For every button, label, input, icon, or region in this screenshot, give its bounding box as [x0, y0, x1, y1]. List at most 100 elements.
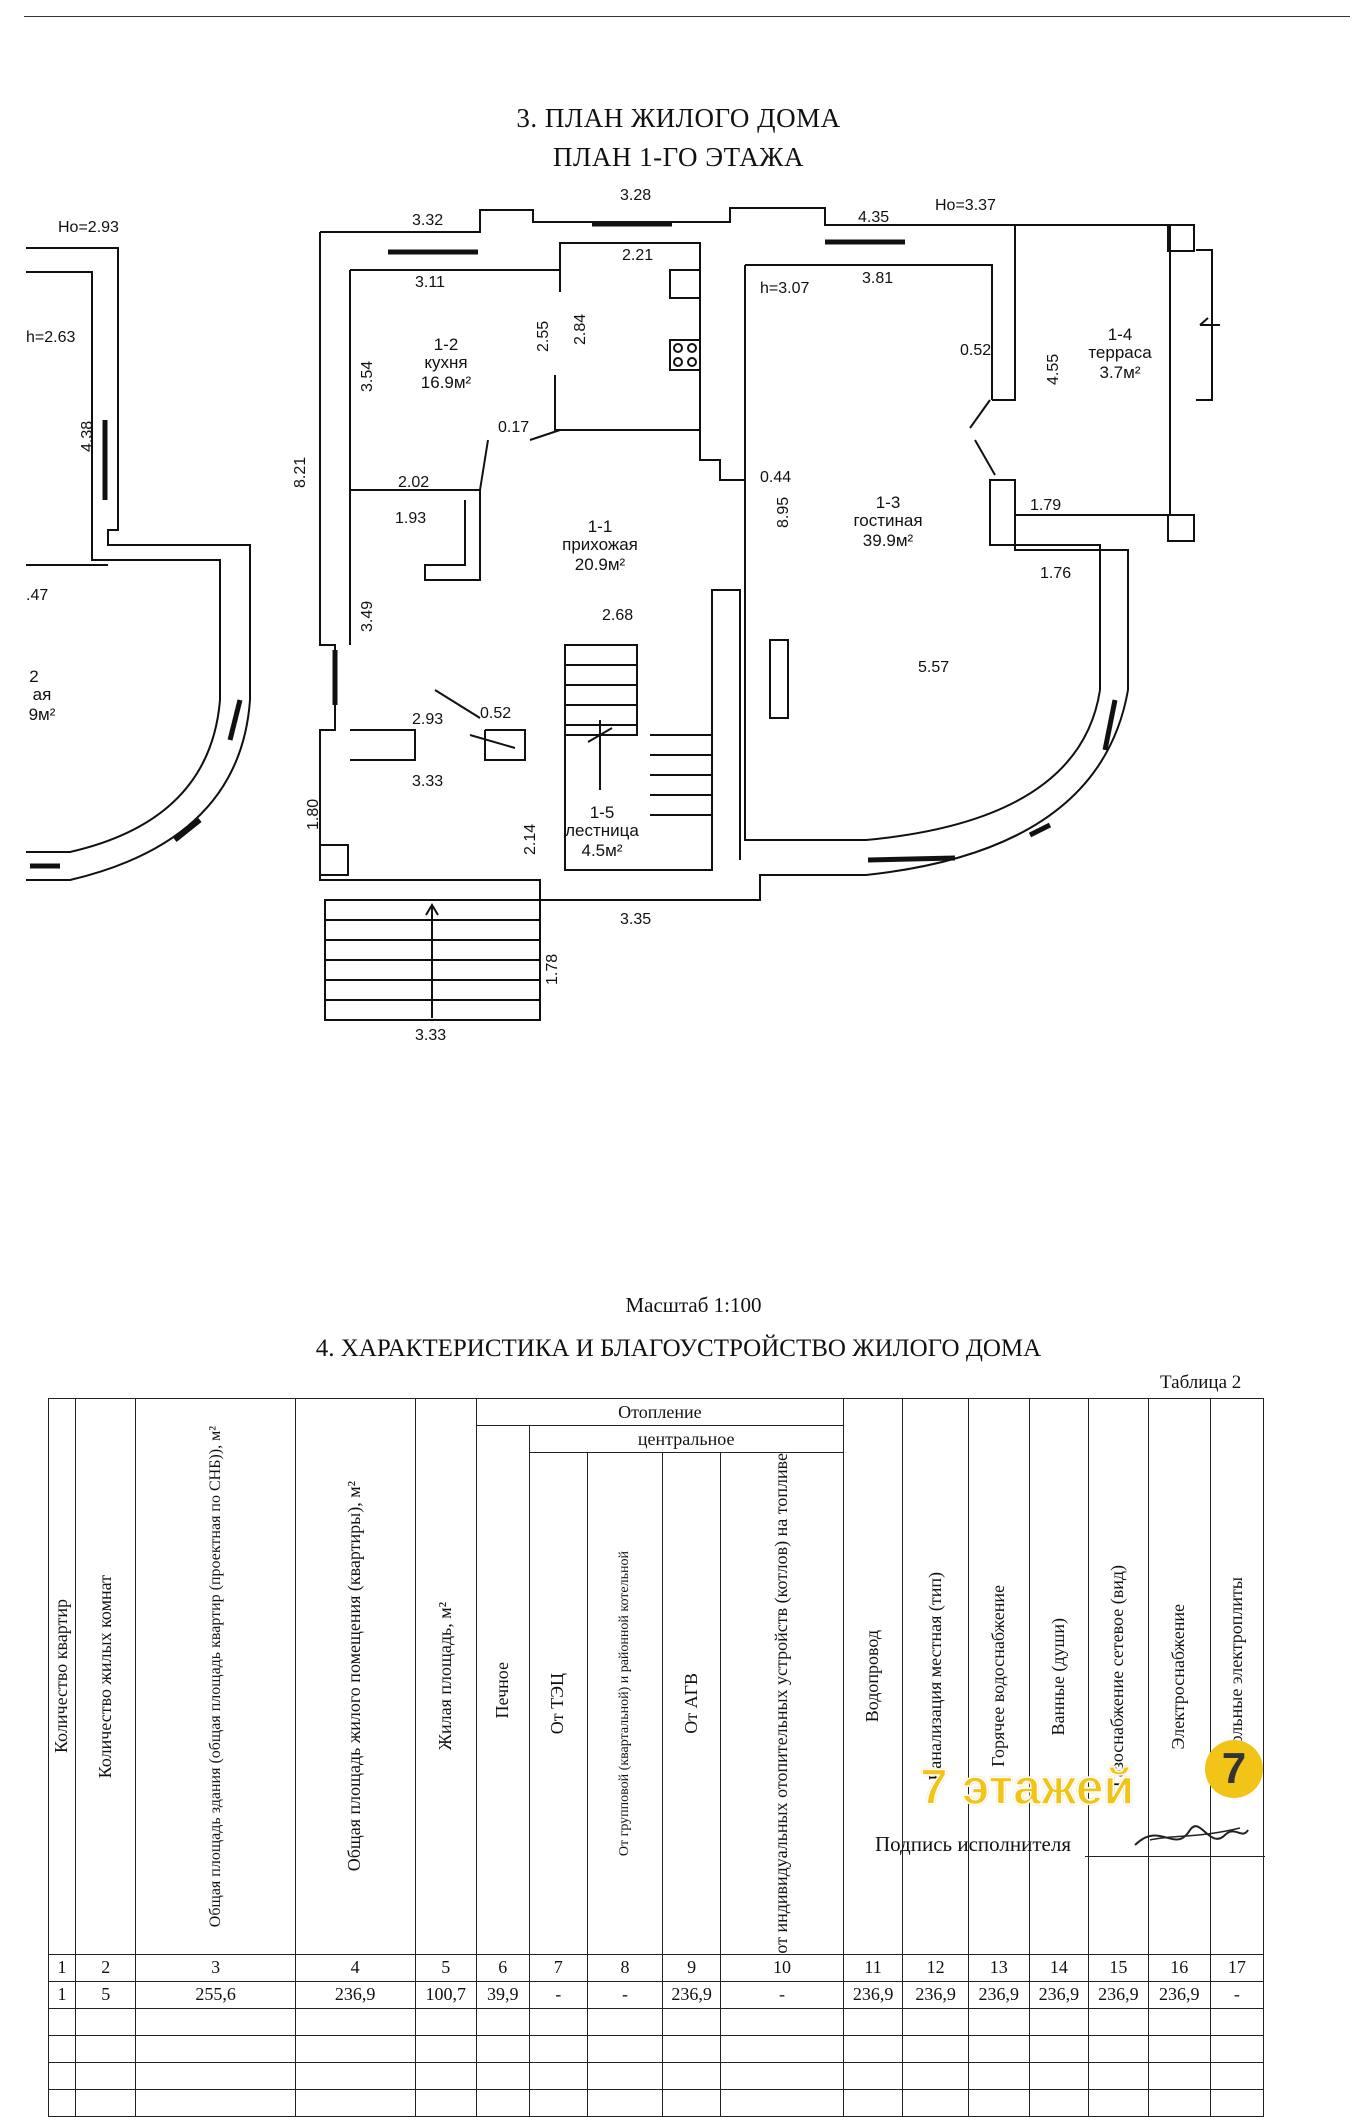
col-4-header: Общая площадь жилого помещения (квартиры…	[294, 1398, 416, 1955]
room-1-1-name: прихожая	[562, 535, 638, 554]
room-left-id: 2	[29, 667, 38, 686]
floor-title: ПЛАН 1-ГО ЭТАЖА	[553, 142, 804, 172]
col-12-header: Канализация местная (тип)	[902, 1398, 969, 1955]
room-1-3-name: гостиная	[853, 511, 922, 530]
signature-label: Подпись исполнителя	[875, 1832, 1071, 1856]
col-10-header: от индивидуальных отопительных устройств…	[720, 1452, 844, 1955]
dim-202: 2.02	[398, 474, 429, 491]
dim-335: 3.35	[620, 911, 651, 928]
stove-fixture	[669, 339, 701, 371]
empty-row	[47, 2034, 1265, 2063]
top-border-line	[24, 16, 1350, 17]
main-top-wall	[320, 207, 1016, 401]
heating-group-header: Отопление	[476, 1398, 844, 1426]
room-1-4-id: 1-4	[1108, 325, 1133, 344]
dim-v-455: 4.55	[1045, 354, 1062, 385]
dim-017: 0.17	[498, 419, 529, 436]
scale-label: Масштаб 1:100	[625, 1293, 762, 1317]
room-1-1-area: 20.9м²	[575, 555, 626, 574]
dim-in-311: 3.11	[415, 274, 445, 291]
left-wing-arc-inner	[26, 699, 221, 853]
room-1-5-name: лестница	[565, 821, 639, 840]
main-outer-wall	[319, 232, 866, 901]
section4-title: 4. ХАРАКТЕРИСТИКА И БЛАГОУСТРОЙСТВО ЖИЛО…	[315, 1335, 1042, 1362]
dim-333b: 3.33	[415, 1027, 446, 1044]
col-1-header: Количество квартир	[47, 1398, 77, 1955]
left-wing-wall-outer	[26, 247, 251, 700]
dim-052b: 0.52	[480, 705, 511, 722]
dim-v-178: 1.78	[544, 954, 561, 985]
col-3-header: Общая площадь здания (общая площадь квар…	[135, 1398, 296, 1955]
signature-line	[1085, 1856, 1265, 1857]
room-1-5-area: 4.5м²	[582, 841, 623, 860]
central-group-header: центральное	[528, 1425, 844, 1453]
dim-v-214: 2.14	[522, 824, 539, 855]
col-9-header: От АГВ	[662, 1452, 722, 1955]
dim-top-332: 3.32	[412, 212, 443, 229]
right-ho-label: Но=3.37	[935, 197, 996, 214]
col-15-header: Газоснабжение сетевое (вид)	[1088, 1398, 1149, 1955]
col-16-header: Электроснабжение	[1147, 1398, 1211, 1955]
left-wing-arc-outer	[26, 699, 251, 881]
dim-v-180: 1.80	[305, 799, 322, 830]
room-left-area: 9м²	[29, 705, 56, 724]
empty-row	[47, 2088, 1265, 2117]
col-6-header: Печное	[476, 1425, 530, 1955]
dim-293: 2.93	[412, 711, 443, 728]
room-1-2-id: 1-2	[434, 335, 459, 354]
dim-top-435: 4.35	[858, 209, 889, 226]
room-1-5-id: 1-5	[590, 803, 615, 822]
section3-title: 3. ПЛАН ЖИЛОГО ДОМА	[516, 103, 841, 133]
watermark-text: 7 этажей	[919, 1758, 1135, 1816]
sink-fixture	[669, 269, 701, 299]
room-1-1-id: 1-1	[588, 517, 613, 536]
col-13-header: Горячее водоснабжение	[967, 1398, 1030, 1955]
room-1-2-area: 16.9м²	[421, 373, 472, 392]
dim-v-895: 8.95	[775, 497, 792, 528]
dim-193: 1.93	[395, 510, 426, 527]
living-room-bay-inner	[865, 689, 1101, 841]
col-11-header: Водопровод	[842, 1398, 904, 1955]
dim-in-221: 2.21	[622, 247, 653, 264]
terrace-outline	[1015, 224, 1171, 516]
dim-v-255: 2.55	[535, 321, 552, 352]
dim-v-354: 3.54	[359, 361, 376, 392]
room-1-4-name: терраса	[1088, 343, 1152, 362]
main-h-label: h=3.07	[760, 280, 809, 297]
dim-left-438: 4.38	[79, 421, 96, 452]
dim-left-47: .47	[26, 587, 48, 604]
empty-row	[47, 2061, 1265, 2090]
dim-179: 1.79	[1030, 497, 1061, 514]
dim-176: 1.76	[1040, 565, 1071, 582]
room-1-4-area: 3.7м²	[1100, 363, 1141, 382]
left-wing-wall-inner	[26, 271, 221, 700]
dim-557: 5.57	[918, 659, 949, 676]
left-ho-label: Но=2.93	[58, 219, 119, 236]
floor-plan-drawing: Но=2.93 h=2.63 Но=3.37 h=3.07 3.32 3.28 …	[26, 187, 1220, 1044]
col-5-header: Жилая площадь, м²	[414, 1398, 478, 1955]
living-room-bay-outer	[865, 689, 1129, 876]
dim-top-328: 3.28	[620, 187, 651, 204]
dim-268: 2.68	[602, 607, 633, 624]
col-8-header: От групповой (квартальной) и районной ко…	[587, 1452, 664, 1955]
room-left-name: ая	[33, 685, 52, 704]
dim-v-821: 8.21	[292, 457, 309, 488]
col-2-header: Количество жилых комнат	[75, 1398, 137, 1955]
left-h-label: h=2.63	[26, 329, 75, 346]
room-1-2-name: кухня	[424, 353, 467, 372]
watermark-badge: 7	[1205, 1740, 1263, 1798]
dim-333a: 3.33	[412, 773, 443, 790]
col-17-header: Напольные электроплиты	[1209, 1398, 1265, 1955]
table-label: Таблица 2	[1160, 1372, 1242, 1393]
dim-in-381: 3.81	[862, 270, 893, 287]
col-14-header: Ванные (души)	[1028, 1398, 1090, 1955]
dim-v-349: 3.49	[359, 601, 376, 632]
room-1-3-area: 39.9м²	[863, 531, 914, 550]
signature-scribble	[1134, 1825, 1249, 1846]
empty-row	[47, 2007, 1265, 2036]
dim-044: 0.44	[760, 469, 791, 486]
room-1-3-id: 1-3	[876, 493, 901, 512]
col-7-header: От ТЭЦ	[528, 1452, 589, 1955]
